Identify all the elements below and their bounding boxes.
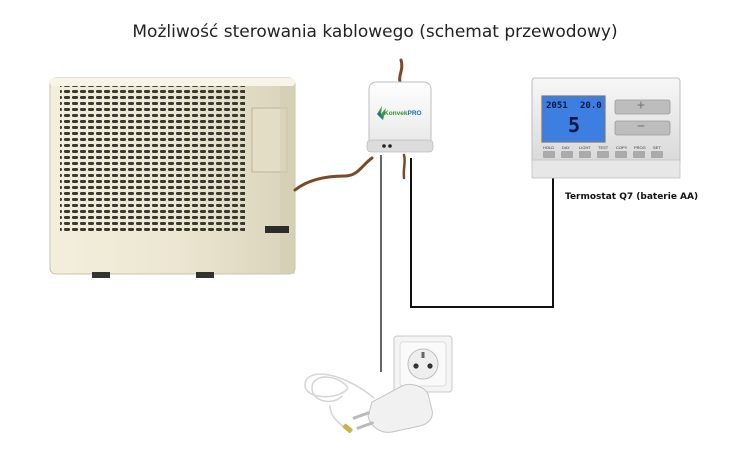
adapter-cable-coil xyxy=(304,373,375,429)
heater-foot-left xyxy=(92,272,110,278)
heater-foot-right xyxy=(196,272,214,278)
thermostat-q7 xyxy=(531,77,681,179)
adapter-pin-1 xyxy=(352,411,370,420)
module-top-cable xyxy=(398,58,404,84)
power-adapter xyxy=(304,373,433,434)
module-down-cable xyxy=(402,153,406,180)
thermostat-btn-copy: COPY xyxy=(616,145,628,150)
minus-symbol: − xyxy=(637,119,645,134)
lcd-top-left: 2051 xyxy=(546,101,568,111)
thermostat-caption: Termostat Q7 (baterie AA) xyxy=(565,192,699,202)
thermostat-btn-light: LIGHT xyxy=(579,145,591,150)
thermostat-btn-set: SET xyxy=(653,145,661,150)
thermostat-btn-prog: PROG xyxy=(634,145,646,150)
heater-grille xyxy=(60,86,245,234)
konvekpro-module xyxy=(366,81,434,153)
adapter-plug-tip xyxy=(342,423,353,434)
wall-outlet xyxy=(393,335,453,393)
outlet-earth-pin xyxy=(421,352,425,358)
lcd-top-right: 20.0 xyxy=(580,101,602,111)
plus-symbol: + xyxy=(637,98,645,113)
konvekpro-brand: KonvekPRO xyxy=(384,110,422,117)
module-led-2 xyxy=(388,144,392,148)
thermostat-lcd xyxy=(541,95,606,143)
heater-logo xyxy=(265,226,289,233)
brand-pro: PRO xyxy=(407,110,422,117)
thermostat-wire xyxy=(410,158,554,308)
brand-main: Konvek xyxy=(384,110,408,117)
thermostat-plus-key xyxy=(614,99,671,115)
thermostat-btn-day: DAY xyxy=(562,145,570,150)
adapter-pin-2 xyxy=(356,421,374,430)
thermostat-btn-hold: HOLD xyxy=(543,145,555,150)
thermostat-btn-test: TEST xyxy=(598,145,609,150)
thermostat-minus-key xyxy=(614,120,671,136)
konvekpro-logo-icon xyxy=(377,106,386,120)
thermostat-button-row xyxy=(543,151,663,158)
outlet-hole-right xyxy=(427,363,433,369)
convector-heater xyxy=(49,77,296,278)
module-led-1 xyxy=(382,144,386,148)
page-title: Możliwość sterowania kablowego (schemat … xyxy=(132,22,618,42)
lcd-big-digit: 5 xyxy=(568,113,581,137)
heater-module-cable xyxy=(293,156,374,192)
outlet-hole-left xyxy=(413,363,419,369)
